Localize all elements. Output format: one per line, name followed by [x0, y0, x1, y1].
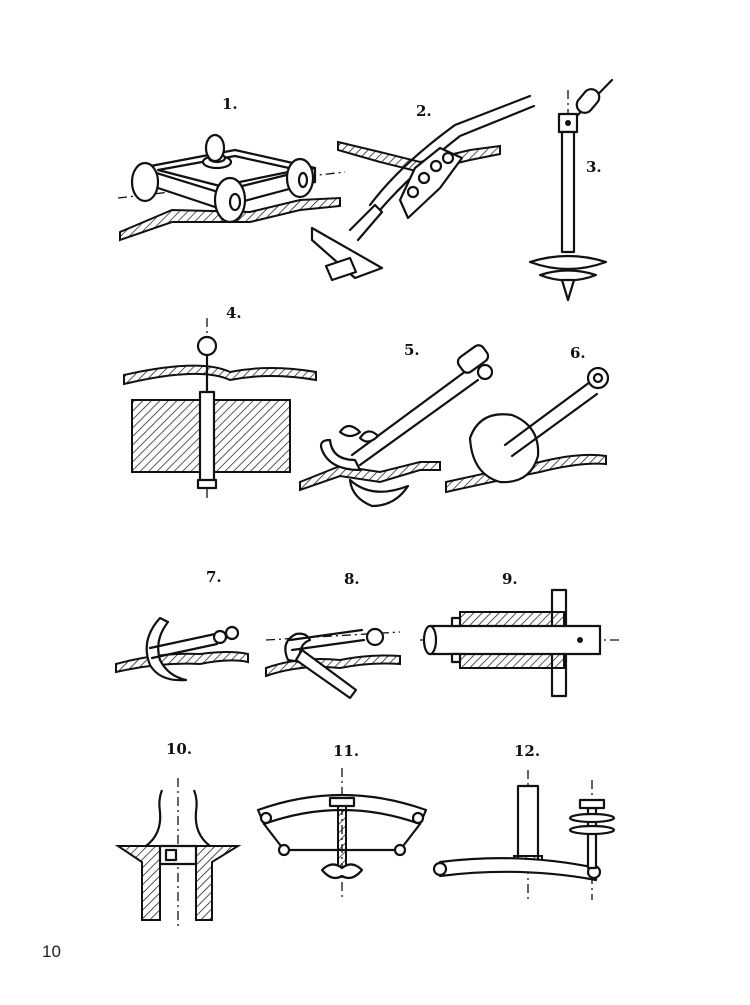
shackle-link [575, 88, 601, 114]
figure-label-4: 4. [226, 304, 242, 322]
lever-pivot [432, 861, 448, 877]
shank-pin [476, 363, 494, 381]
figure-2-plate-anchor [310, 94, 536, 282]
grapnel-link [212, 629, 228, 645]
figure-label-11: 11. [333, 742, 360, 760]
ground-hatch [115, 651, 249, 674]
clamp-nut [578, 798, 606, 810]
lever-arm [438, 857, 598, 882]
screw-helix-2 [538, 269, 598, 282]
ground-hatch [123, 364, 317, 386]
page-number: 10 [42, 942, 61, 961]
anchor-nut [196, 478, 218, 490]
fluke-left [319, 438, 362, 472]
figure-label-3: 3. [586, 158, 602, 176]
tube-pin [577, 637, 583, 643]
mushroom-eye-inner [592, 372, 604, 384]
post [516, 784, 540, 868]
tube-end [422, 624, 438, 656]
stake-shank-2 [290, 638, 366, 652]
plate-hole [406, 185, 420, 199]
plate-hole [417, 171, 431, 185]
screw-tip [560, 278, 576, 302]
figure-8-stake-anchor [265, 627, 401, 700]
arm-slotted-plate [398, 146, 464, 220]
figure-label-12: 12. [514, 742, 541, 760]
mushroom-shank-2 [510, 392, 599, 458]
frame-pivot [259, 811, 273, 825]
wing-nut [320, 863, 364, 880]
cart-wheel-back-left [204, 133, 226, 163]
sleeve-wall-top [459, 611, 565, 627]
plate-hole [429, 159, 443, 173]
figure-4-block-anchor [123, 318, 317, 500]
clamp-washer [568, 824, 616, 836]
mushroom-shank-1 [503, 380, 592, 447]
cart-wheel-front-left [130, 161, 160, 203]
figure-1-wheeled-cart [117, 133, 346, 242]
screw-shaft [560, 130, 576, 254]
stake-eye [365, 627, 385, 647]
figure-label-5: 5. [404, 341, 420, 359]
anchor-plate [310, 226, 384, 280]
figure-6-mushroom-anchor [445, 366, 610, 494]
arm-outline-upper [368, 94, 532, 207]
figure-3-screw-anchor [528, 78, 614, 302]
screw-thread [337, 805, 347, 869]
frame-pivot [411, 811, 425, 825]
figure-label-10: 10. [166, 740, 193, 758]
arm-stem [348, 203, 384, 242]
anchor-eye [196, 335, 218, 357]
figure-label-8: 8. [344, 570, 360, 588]
grapnel-arm [145, 616, 188, 682]
figure-7-grapnel-anchor [115, 616, 249, 682]
stake-shank-1 [288, 628, 364, 642]
bolt-head [450, 652, 462, 664]
grapnel-link [224, 625, 240, 641]
fluke-tip-left [338, 424, 362, 438]
figure-label-7: 7. [206, 568, 222, 586]
sleeve-wall-bottom [459, 653, 565, 669]
frame-pivot [277, 843, 291, 857]
figure-label-9: 9. [502, 570, 518, 588]
socket-key [164, 848, 178, 862]
plate-hole [441, 151, 455, 165]
figure-label-6: 6. [570, 344, 586, 362]
anchor-foot [324, 256, 358, 282]
bolt-head [450, 616, 462, 628]
shackle-pin [565, 120, 571, 126]
figure-11-arched-frame [256, 768, 428, 900]
figure-label-2: 2. [416, 102, 432, 120]
clamp-washer [568, 812, 616, 824]
screw-helix [528, 254, 608, 271]
shank-head [456, 344, 490, 374]
figure-9-sleeve-section [420, 588, 620, 698]
figure-label-1: 1. [222, 95, 238, 113]
socket-flare [145, 789, 211, 847]
anchor-rod [198, 390, 216, 484]
anchor-shank-2 [358, 378, 480, 467]
grapnel-shank-1 [148, 632, 217, 650]
mushroom-disc [468, 413, 540, 484]
cart-wheel-axle-2 [297, 171, 309, 189]
grapnel-shank-2 [150, 642, 219, 660]
cart-wheel-axle [228, 192, 242, 212]
frame-pivot [393, 843, 407, 857]
inner-tube [428, 624, 602, 656]
figure-5-fluke-anchor [299, 344, 494, 508]
screw-head [328, 796, 356, 808]
figure-10-socket-section [114, 778, 242, 930]
fluke-buried [348, 478, 410, 508]
ground-hatch [299, 461, 441, 492]
figure-12-lever-clamp [432, 770, 616, 900]
fluke-tip-right [358, 430, 380, 443]
stake-spike [294, 648, 358, 700]
